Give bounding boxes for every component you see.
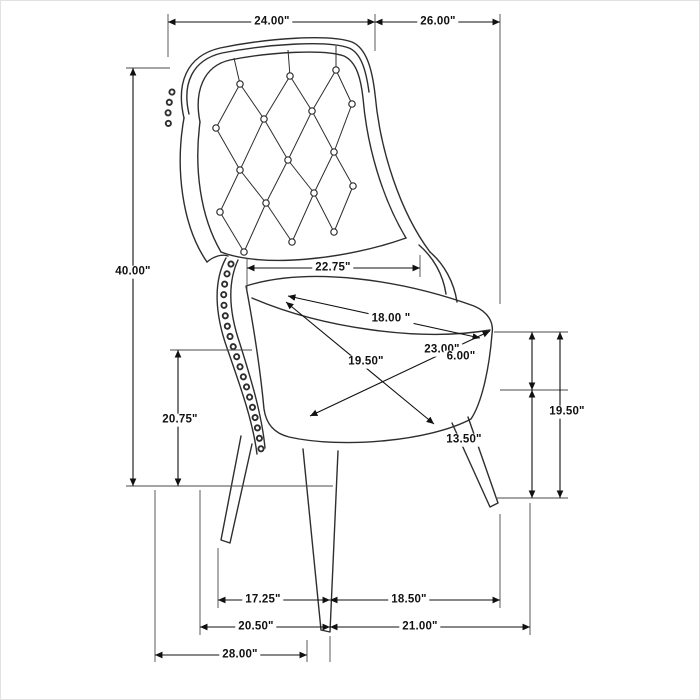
extension-lines xyxy=(126,14,568,662)
dimension-lines xyxy=(129,18,564,659)
dim-label-overall-width: 28.00" xyxy=(219,648,261,662)
dim-label-seat-diagonal: 19.50" xyxy=(345,355,387,369)
dim-label-top-depth: 26.00" xyxy=(417,15,459,29)
dim-label-front-leg-spacing: 17.25" xyxy=(242,593,284,607)
dim-label-base-width: 20.50" xyxy=(235,620,277,634)
chair-line-drawing xyxy=(164,37,499,633)
nailhead-trim xyxy=(164,88,265,453)
chair-back-outline xyxy=(179,37,431,263)
chair-legs xyxy=(220,416,499,633)
chair-arms xyxy=(206,244,458,455)
tufting-lattice xyxy=(215,46,354,253)
dim-label-leg-height-front: 13.50" xyxy=(443,433,485,447)
dim-label-back-width: 22.75" xyxy=(312,261,354,275)
dim-label-seat-thickness-back: 6.00" xyxy=(443,350,479,364)
dim-label-top-back-width: 24.00" xyxy=(251,15,293,29)
dim-label-arm-height: 20.75" xyxy=(159,413,201,427)
dim-label-side-leg-spacing: 18.50" xyxy=(388,593,430,607)
dim-label-base-depth: 21.00" xyxy=(399,620,441,634)
tufting-buttons xyxy=(212,66,357,256)
dim-label-overall-height: 40.00" xyxy=(112,265,154,279)
dim-label-seat-depth: 18.00 " xyxy=(368,312,414,326)
dim-label-seat-height: 19.50" xyxy=(546,405,588,419)
